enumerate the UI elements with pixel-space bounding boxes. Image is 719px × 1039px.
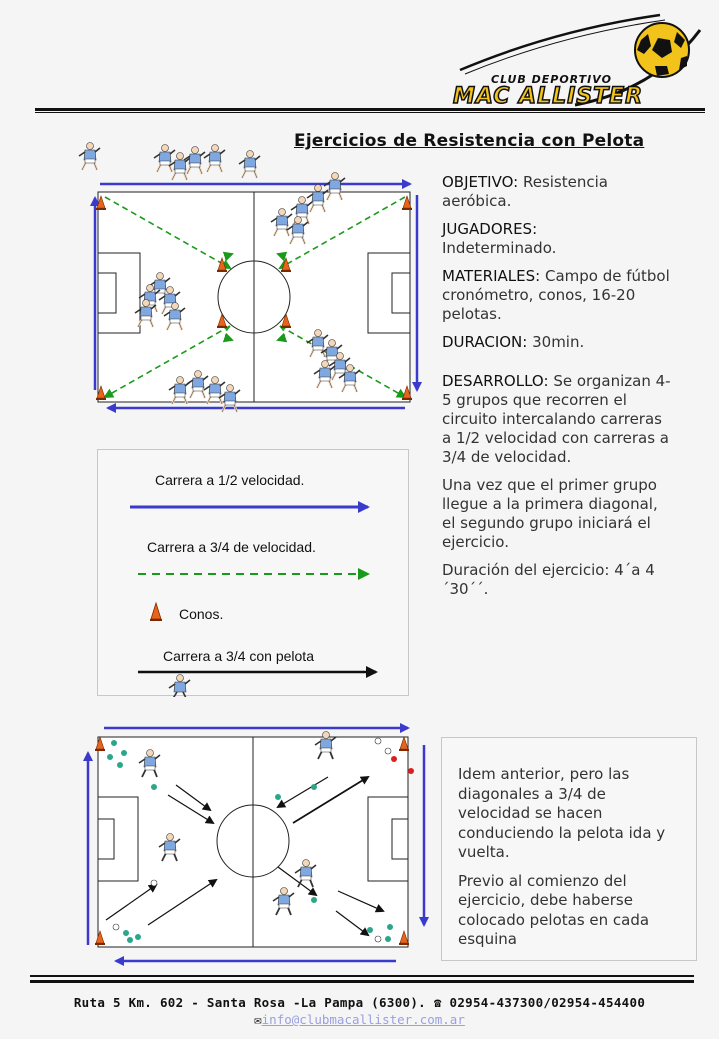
legend-label-with-ball: Carrera a 3/4 con pelota [163,648,314,664]
duracion-label: DURACION: [442,333,528,351]
footer-email-row: ✉info@clubmacallister.com.ar [0,1012,719,1027]
desarrollo-para3: Duración del ejercicio: 4´a 4´30´´. [442,561,655,598]
desarrollo-para2: Una vez que el primer grupo llegue a la … [442,476,658,551]
desarrollo-text: Se organizan 4-5 grupos que recorren el … [442,372,671,466]
variant-para1: Idem anterior, pero las diagonales a 3/4… [458,765,666,861]
footer-contact: Ruta 5 Km. 602 - Santa Rosa -La Pampa (6… [0,995,719,1010]
mail-icon: ✉ [254,1012,262,1027]
desarrollo-section: DESARROLLO: Se organizan 4-5 grupos que … [442,372,672,467]
duracion-text: 30min. [532,333,585,351]
legend-graphics [130,501,378,697]
duracion-section: DURACION: 30min. [442,333,672,352]
balls [107,737,414,943]
variant-description-box: Idem anterior, pero las diagonales a 3/4… [441,737,697,961]
diagonal-run-1 [104,196,232,269]
diagonal-run-2 [278,196,406,269]
exercise-info: OBJETIVO: Resistencia aeróbica. JUGADORE… [442,173,672,608]
materiales-text: Campo de fútbol cronómetro, conos, 16-20… [442,267,670,323]
soccer-ball-icon [634,22,690,78]
legend-box: Carrera a 1/2 velocidad. Carrera a 3/4 d… [97,449,409,697]
materiales-section: MATERIALES: Campo de fútbol cronómetro, … [442,267,672,324]
legend-label-cones: Conos. [179,606,224,622]
logo-swoosh-graphic [459,13,702,107]
objetivo-text: Resistencia aeróbica. [442,173,608,210]
jugadores-label: JUGADORES: [442,220,538,238]
diagonal-run-4 [103,325,231,398]
club-logo: CLUB DEPORTIVO MAC ALLISTER [452,10,705,110]
footer-address: Ruta 5 Km. 602 - Santa Rosa -La Pampa (6… [73,995,427,1010]
jugadores-section: JUGADORES:Indeterminado. [442,220,672,258]
logo-name: MAC ALLISTER [452,83,644,110]
ball-runs [105,775,385,937]
objetivo-section: OBJETIVO: Resistencia aeróbica. [442,173,672,211]
legend-cone-icon [150,601,162,621]
variant-para2: Previo al comienzo del ejercicio, debe h… [458,871,650,949]
page-title: Ejercicios de Resistencia con Pelota [294,131,645,151]
email-link[interactable]: info@clubmacallister.com.ar [261,1012,465,1027]
legend-label-three-quarter-speed: Carrera a 3/4 de velocidad. [147,539,316,555]
legend-player-icon [168,674,191,697]
footer-divider [30,975,694,983]
phone-icon: ☎ [433,995,442,1010]
header-divider [35,108,705,113]
footer-phones: 02954-437300/02954-454400 [449,995,646,1010]
field-diagram-1 [77,141,422,414]
desarrollo-label: DESARROLLO: [442,372,549,390]
field-diagram-2 [83,723,429,966]
materiales-label: MATERIALES: [442,267,541,285]
objetivo-label: OBJETIVO: [442,173,519,191]
legend-label-half-speed: Carrera a 1/2 velocidad. [155,472,305,488]
logo-club-label: CLUB DEPORTIVO [491,73,612,86]
soccer-pitch-2 [97,736,409,948]
jugadores-text: Indeterminado. [442,239,557,257]
